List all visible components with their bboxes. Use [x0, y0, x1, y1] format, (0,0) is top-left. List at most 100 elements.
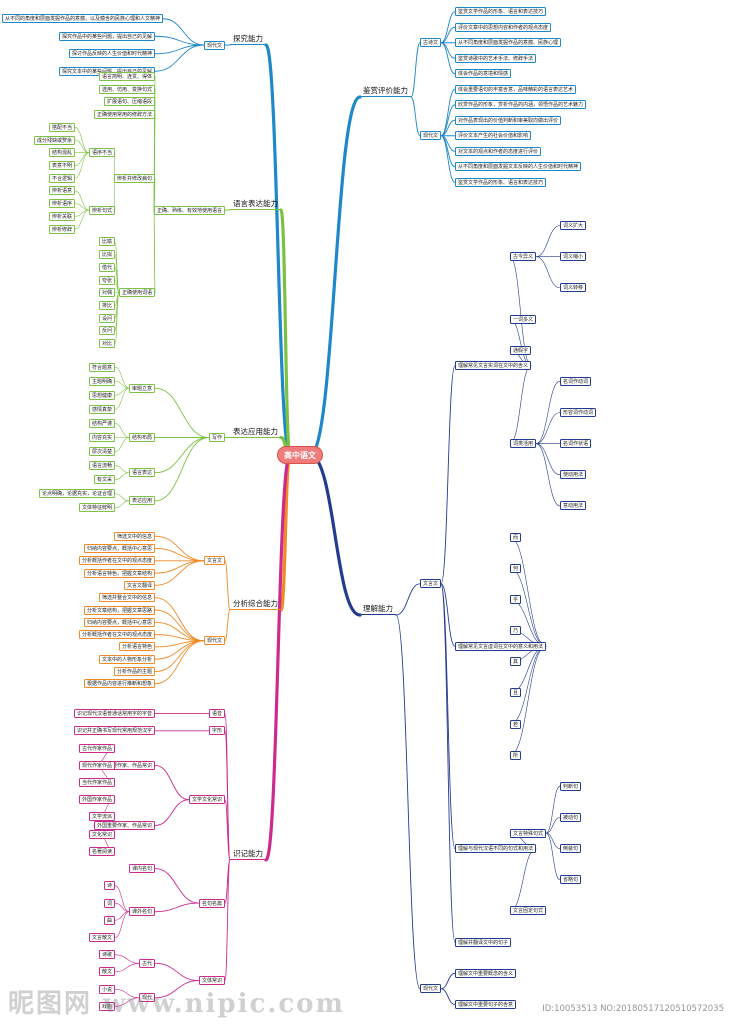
node-depth-1: 文言文 — [420, 579, 442, 589]
branch-label: 表达应用能力 — [230, 426, 281, 438]
watermark-id: ID:10053513 NO:20180517120510572035 — [542, 1004, 724, 1014]
branch-label: 鉴赏评价能力 — [360, 85, 411, 97]
connector-depth-2 — [154, 437, 210, 474]
node-depth-3: 一词多义 — [510, 314, 537, 324]
connector-depth-3 — [114, 963, 140, 973]
node-depth-2: 辨析并修改病句 — [114, 173, 156, 183]
node-depth-1: 现代文 — [204, 40, 226, 50]
connector-depth-4 — [74, 209, 90, 230]
connector-depth-4 — [535, 256, 561, 289]
node-depth-4: 名词作状语 — [560, 439, 592, 449]
node-depth-2: 从不同角度和层面发掘作品的意蕴、民族心理 — [455, 38, 562, 48]
connector-depth-2 — [162, 18, 205, 46]
node-depth-3: 古代作家作品 — [79, 743, 116, 753]
node-depth-3: 当代作家作品 — [79, 778, 116, 787]
node-depth-2: 欣赏作品的形象，赏析作品的内涵，领悟作品的艺术魅力 — [455, 100, 587, 110]
connector-depth-3 — [114, 292, 120, 344]
node-depth-2: 筛选文中的信息 — [114, 531, 156, 541]
node-depth-3: 夸张 — [99, 275, 116, 285]
root-node: 高中语文 — [277, 446, 323, 464]
node-depth-3: 层次清楚 — [89, 447, 116, 457]
connector-depth-2 — [154, 597, 205, 642]
connector-depth-4 — [545, 817, 561, 834]
node-depth-2: 从不同的角度和层面发掘作品的意蕴，以及蕴含的民族心理和人文精神 — [2, 14, 164, 24]
node-depth-2: 理解与现代汉语不同的句式和用法 — [455, 844, 537, 854]
node-depth-1: 文学文化常识 — [189, 795, 226, 805]
branch-label: 探究能力 — [230, 33, 266, 45]
connector-depth-2 — [154, 35, 205, 46]
connector-depth-2 — [154, 962, 200, 982]
node-depth-2: 鉴赏文学作品的形象、语言和表达技巧 — [455, 7, 547, 17]
connector-depth-2 — [154, 799, 190, 827]
connector-depth-2 — [440, 135, 456, 168]
connector-depth-2 — [153, 209, 156, 294]
node-depth-1: 字形 — [209, 726, 226, 736]
connector-depth-2 — [440, 26, 456, 44]
connector-depth-4 — [74, 152, 90, 166]
node-depth-3: 通假字 — [510, 345, 532, 355]
node-depth-2: 文本中的人物形象分析 — [99, 654, 156, 664]
node-depth-2: 分析语言特色，把握文章结构 — [84, 568, 156, 578]
connector-depth-1 — [410, 42, 421, 98]
node-depth-3: 诗 — [104, 881, 116, 891]
node-depth-3: 结构严谨 — [89, 418, 116, 428]
node-depth-4: 使动用法 — [560, 470, 587, 480]
node-depth-3: 主题明确 — [89, 376, 116, 386]
node-depth-1: 古诗文 — [420, 38, 442, 48]
branch-connector — [279, 208, 292, 457]
connector-depth-3 — [114, 885, 130, 912]
node-depth-3: 借代 — [99, 262, 116, 272]
node-depth-2: 根据作品内容进行推断和想象 — [84, 679, 156, 689]
node-depth-2: 理解常见文言虚词在文中的意义和用法 — [455, 641, 547, 651]
connector-depth-3 — [114, 911, 130, 938]
connector-depth-2 — [154, 640, 205, 685]
node-depth-3: 排比 — [99, 300, 116, 310]
watermark-logo: 昵图网 www.nipic.com — [8, 989, 346, 1019]
node-depth-2: 语言表达 — [129, 468, 156, 478]
node-depth-4: 词义转移 — [560, 283, 587, 293]
node-depth-4: 词义缩小 — [560, 252, 587, 262]
node-depth-2: 体会重要语句的丰富含意，品味精彩的语言表达艺术 — [455, 84, 577, 94]
connector-depth-2 — [440, 365, 456, 585]
node-depth-3: 有文采 — [94, 475, 116, 485]
node-depth-2: 理解并翻译文中的句子 — [455, 937, 512, 947]
connector-depth-2 — [154, 868, 200, 904]
connector-depth-3 — [114, 465, 130, 474]
node-depth-2: 理解文中重要句子的含意 — [455, 999, 517, 1009]
node-depth-4: 省略句 — [560, 875, 582, 885]
node-depth-2: 课内名句 — [129, 864, 156, 874]
branch-label: 分析综合能力 — [230, 598, 281, 610]
node-depth-2: 体会作品的意境和情感 — [455, 69, 512, 79]
node-depth-3: 散文 — [99, 967, 116, 977]
connector-depth-2 — [440, 583, 456, 943]
connector-depth-1 — [395, 583, 421, 616]
node-depth-2: 结构布局 — [129, 433, 156, 442]
connector-depth-4 — [74, 190, 90, 211]
node-depth-4: 意动用法 — [560, 501, 587, 511]
connector-depth-1 — [224, 730, 231, 861]
node-depth-2: 语言简明、连贯、得体 — [99, 71, 156, 81]
node-depth-2: 评价文章中的思想内容和作者的观点态度 — [455, 22, 552, 32]
connector-depth-2 — [440, 42, 456, 59]
node-depth-2: 正确使用常用的修辞方法 — [94, 110, 156, 120]
node-depth-2: 课外名句 — [129, 907, 156, 917]
node-depth-4: 倒装句 — [560, 844, 582, 854]
node-depth-3: 感情真挚 — [89, 404, 116, 414]
connector-depth-4 — [545, 832, 561, 881]
node-depth-4: 辨析关联 — [49, 211, 76, 221]
node-depth-2: 识记现代汉语普通话常用字的字音 — [74, 709, 156, 719]
node-depth-3: 文言固定句式 — [510, 906, 547, 916]
node-depth-3: 词 — [104, 898, 116, 908]
connector-depth-1 — [410, 96, 421, 137]
node-depth-1: 正确、熟练、有效地使用语言 — [154, 205, 226, 215]
node-depth-2: 审题立意 — [129, 383, 156, 393]
connector-depth-3 — [114, 988, 140, 999]
node-depth-3: 内容充实 — [89, 433, 116, 442]
node-depth-3: 若 — [510, 719, 522, 729]
connector-depth-2 — [440, 972, 456, 990]
node-depth-1: 写作 — [209, 433, 226, 442]
node-depth-4: 辨析语意 — [49, 186, 76, 196]
branch-connector — [264, 453, 292, 862]
node-depth-3: 论点明确，论据充实，论证合理 — [39, 489, 116, 499]
